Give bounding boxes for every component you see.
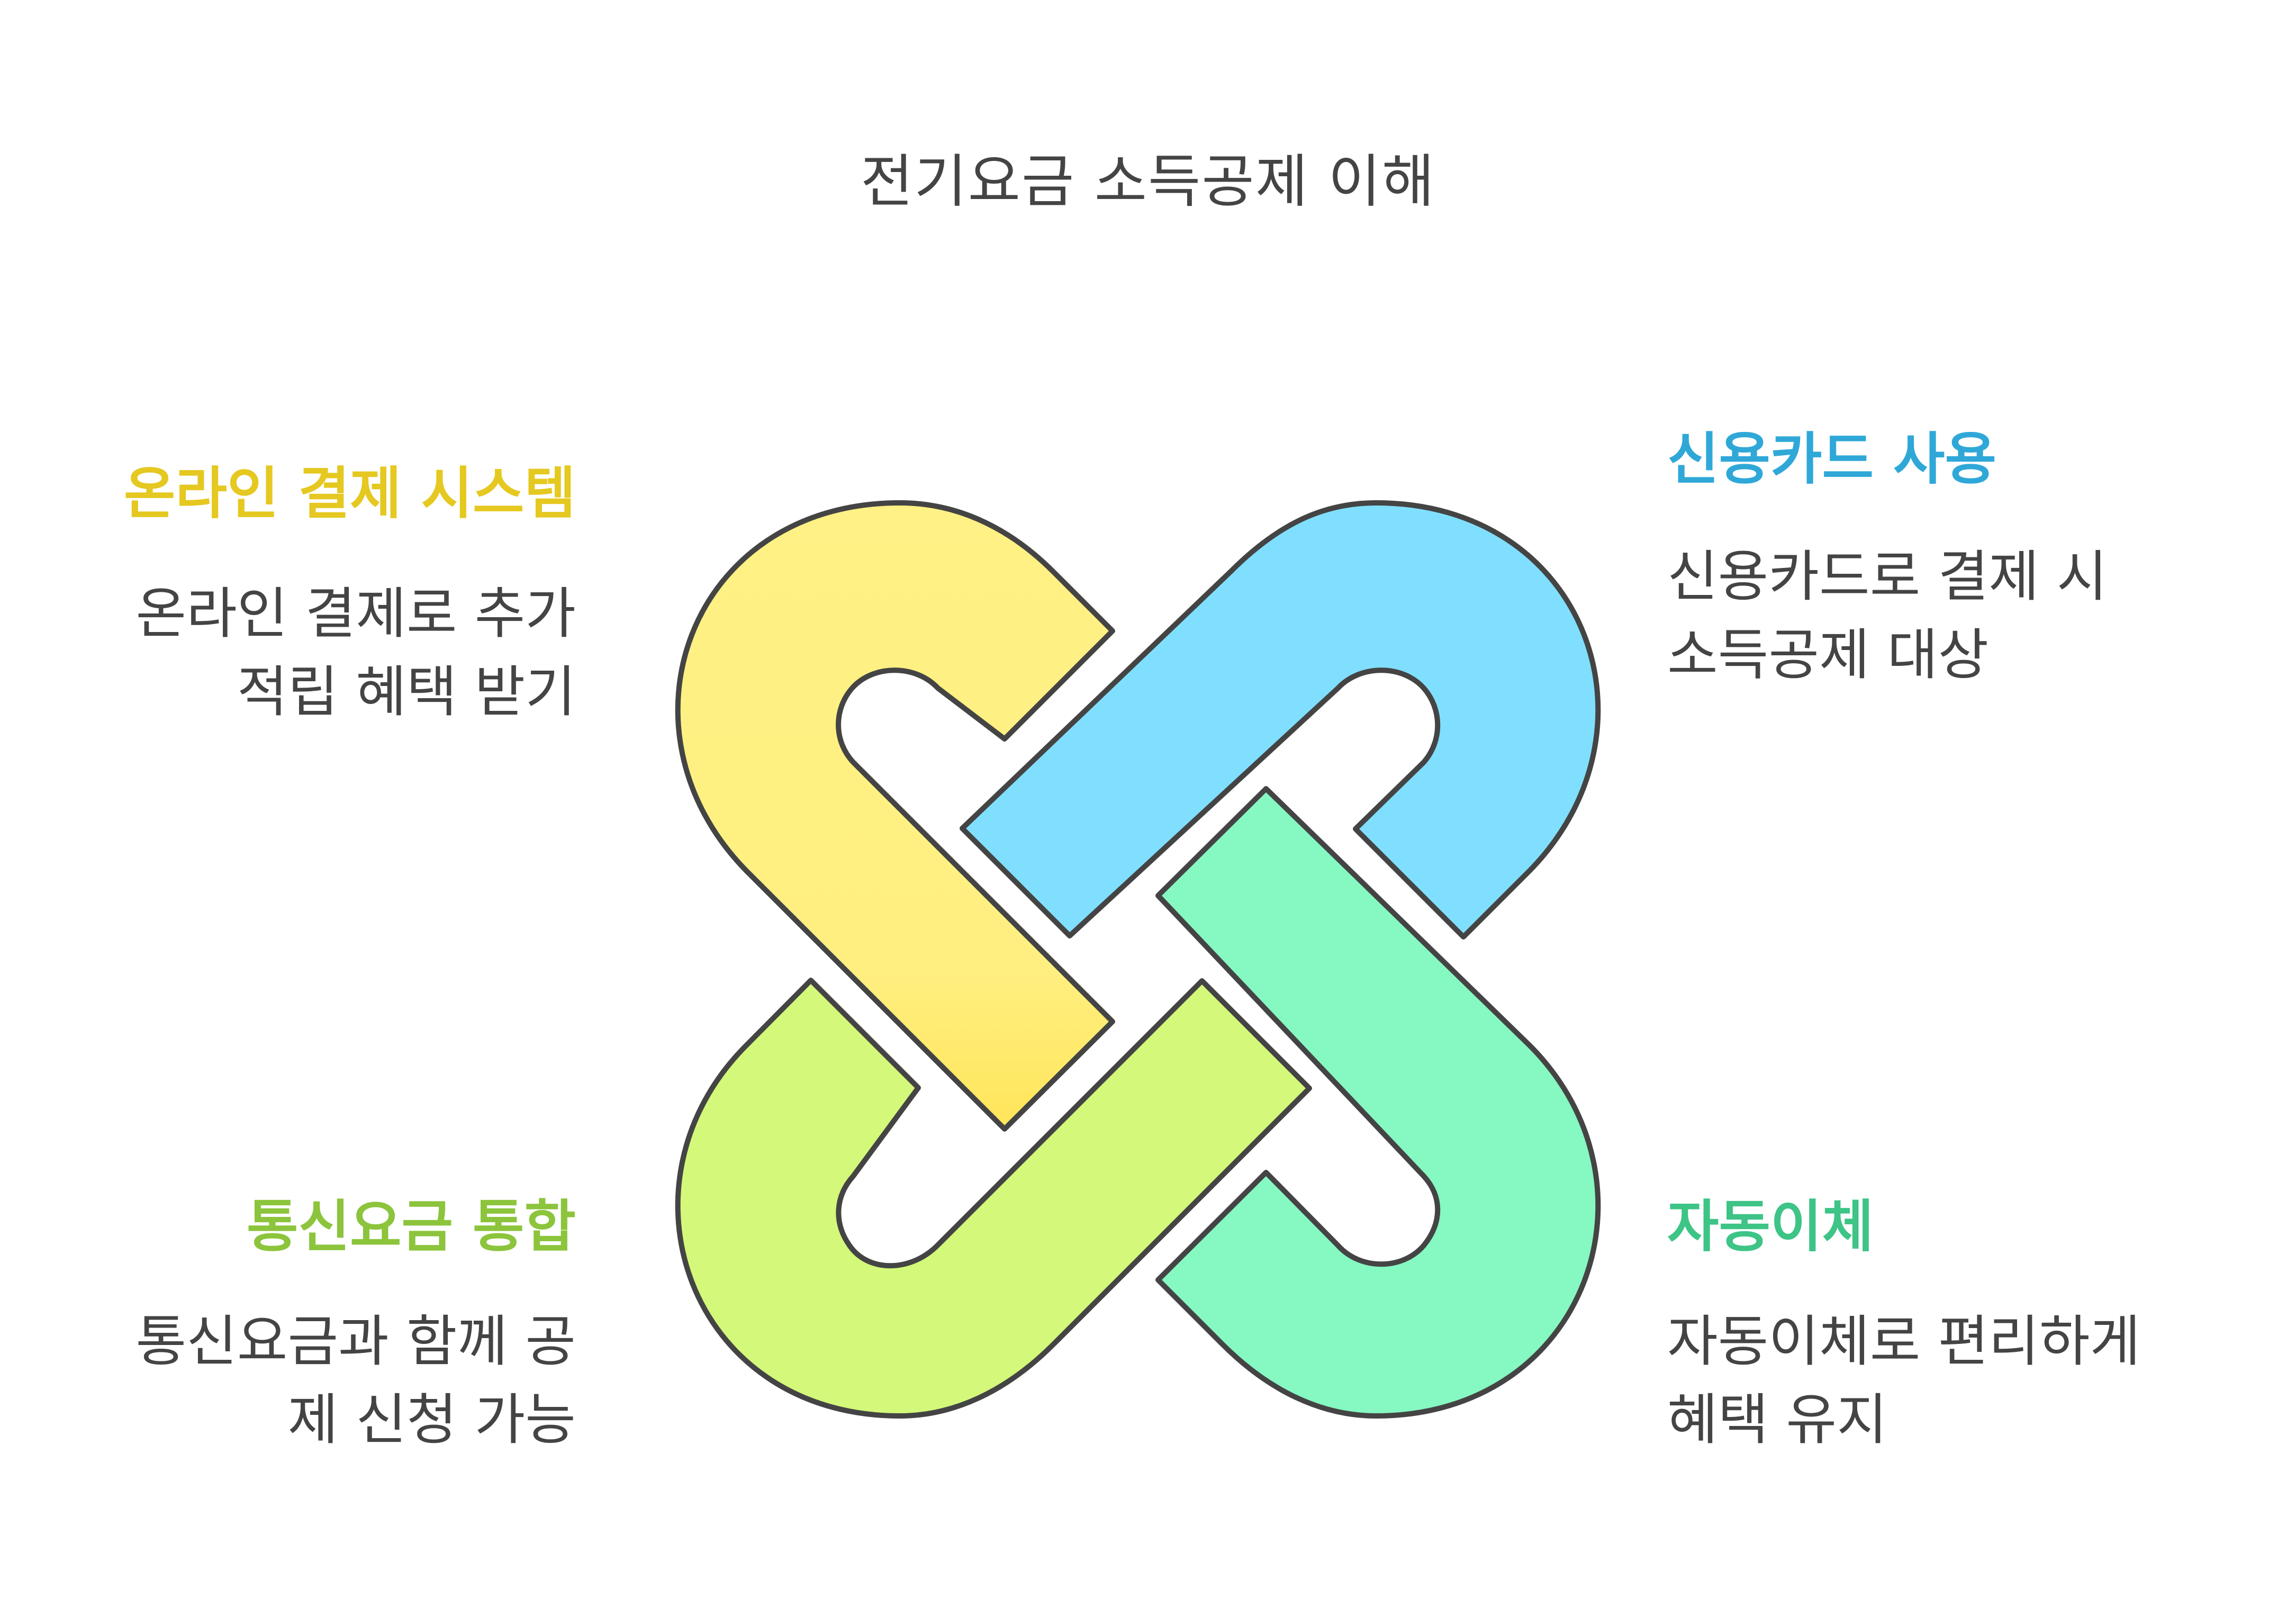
label-credit-card-title: 신용카드 사용 bbox=[1667, 431, 1996, 487]
label-telecom-title: 통신요금 통합 bbox=[247, 1199, 576, 1255]
desc-line: 제 신청 가능 bbox=[0, 1380, 576, 1459]
label-auto-transfer-title: 자동이체 bbox=[1667, 1199, 1874, 1255]
desc-line: 혜택 유지 bbox=[1667, 1380, 2249, 1459]
label-auto-transfer-desc: 자동이체로 편리하게 혜택 유지 bbox=[1667, 1302, 2249, 1459]
label-credit-card-desc: 신용카드로 결제 시 소득공제 대상 bbox=[1667, 537, 2249, 694]
desc-line: 소득공제 대상 bbox=[1667, 616, 2249, 694]
desc-line: 온라인 결제로 추가 bbox=[0, 574, 576, 653]
desc-line: 적립 혜택 받기 bbox=[0, 653, 576, 731]
desc-line: 자동이체로 편리하게 bbox=[1667, 1302, 2249, 1380]
label-online-payment-title: 온라인 결제 시스템 bbox=[124, 466, 576, 522]
desc-line: 통신요금과 함께 공 bbox=[0, 1302, 576, 1380]
label-telecom-desc: 통신요금과 함께 공 제 신청 가능 bbox=[0, 1302, 576, 1459]
desc-line: 신용카드로 결제 시 bbox=[1667, 537, 2249, 616]
label-online-payment-desc: 온라인 결제로 추가 적립 혜택 받기 bbox=[0, 574, 576, 731]
